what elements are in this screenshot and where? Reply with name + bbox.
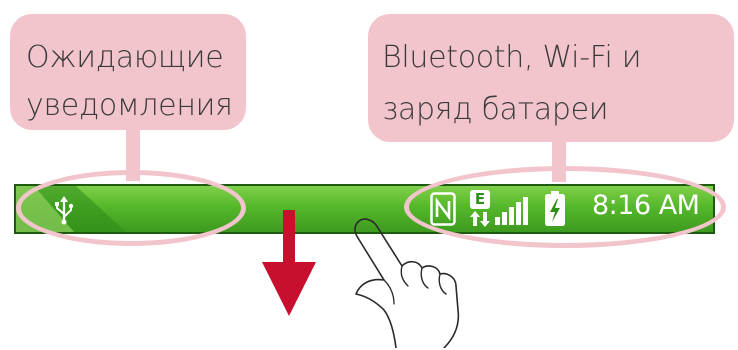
highlight-status-icons-area <box>404 166 726 248</box>
callout-line-1: Ожидающие <box>26 40 224 75</box>
callout-line-2: уведомления <box>26 88 233 123</box>
callout-line-1: Bluetooth, Wi-Fi и <box>382 40 642 75</box>
hand-pointer <box>354 218 460 348</box>
highlight-notifications-area <box>16 170 246 246</box>
callout-line-2: заряд батареи <box>382 92 609 127</box>
callout-pointer <box>126 125 140 181</box>
callout-pending-notifications: Ожидающие уведомления <box>10 14 246 130</box>
swipe-down-arrow <box>262 210 316 316</box>
callout-status-icons: Bluetooth, Wi-Fi и заряд батареи <box>368 14 734 142</box>
